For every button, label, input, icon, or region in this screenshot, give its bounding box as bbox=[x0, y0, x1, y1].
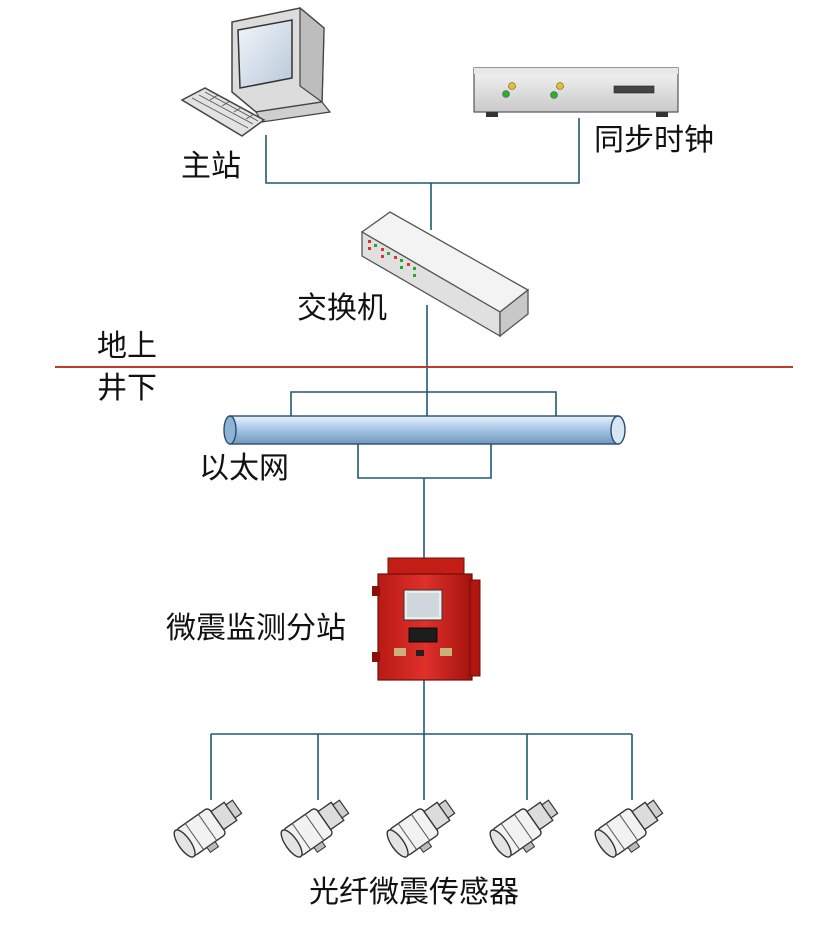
computer-icon bbox=[180, 6, 332, 137]
master-to-switch-line bbox=[265, 118, 580, 184]
ethernet-label: 以太网 bbox=[199, 451, 289, 486]
ethernet-lower-bracket bbox=[357, 442, 492, 479]
sensors-label: 光纤微震传感器 bbox=[309, 875, 519, 910]
above-ground-label: 地上 bbox=[97, 329, 157, 364]
master-station-label: 主站 bbox=[181, 149, 241, 184]
sensor-icon bbox=[280, 799, 350, 858]
sensor-icon bbox=[489, 799, 559, 858]
ethernet-upper-bracket bbox=[290, 391, 557, 418]
sync-clock-label: 同步时钟 bbox=[594, 123, 714, 158]
sync-clock-device bbox=[473, 67, 679, 117]
underground-label: 井下 bbox=[97, 371, 157, 406]
sensor-group bbox=[173, 799, 664, 858]
sensor-icon bbox=[173, 799, 243, 858]
switch-label: 交换机 bbox=[297, 291, 387, 326]
substation-cabinet bbox=[372, 557, 481, 681]
switch-device bbox=[360, 211, 530, 338]
ethernet-pipe bbox=[223, 415, 626, 445]
sensor-icon bbox=[594, 799, 664, 858]
sensor-icon bbox=[386, 799, 456, 858]
substation-label: 微震监测分站 bbox=[166, 611, 346, 646]
connection-lines bbox=[210, 118, 633, 800]
